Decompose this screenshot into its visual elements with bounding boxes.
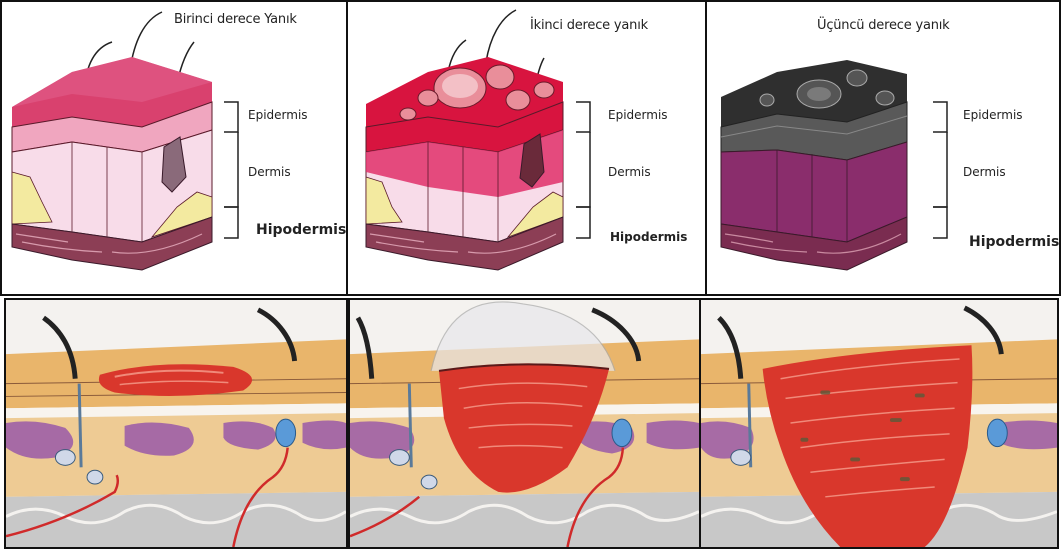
third-degree-illustration: [701, 298, 1059, 549]
second-degree-skin-block: [348, 2, 705, 294]
third-degree-hypodermis-label: Hipodermis: [969, 234, 1059, 250]
third-degree-skin-block: [707, 2, 1059, 294]
second-degree-hypodermis-label: Hipodermis: [610, 230, 687, 244]
third-degree-dermis-label: Dermis: [963, 165, 1006, 179]
first-degree-cross-section: [6, 300, 346, 547]
second-degree-diagram: İkinci derece yanık Epidermis Dermis Hip…: [348, 2, 705, 294]
first-degree-hypodermis-label: Hipodermis: [256, 222, 346, 238]
first-degree-title: Birinci derece Yanık: [174, 12, 297, 27]
first-degree-illustration: [4, 298, 348, 549]
third-degree-title: Üçüncü derece yanık: [817, 18, 949, 33]
first-degree-diagram: Birinci derece Yanık Epidermis Dermis Hi…: [2, 2, 346, 294]
second-degree-cross-section: [350, 300, 699, 547]
second-degree-title: İkinci derece yanık: [530, 18, 648, 33]
first-degree-epidermis-label: Epidermis: [248, 108, 308, 122]
second-degree-epidermis-label: Epidermis: [608, 108, 668, 122]
second-degree-illustration: [348, 298, 701, 549]
third-degree-cross-section: [701, 300, 1057, 547]
first-degree-skin-block: [2, 2, 346, 294]
third-degree-epidermis-label: Epidermis: [963, 108, 1023, 122]
third-degree-diagram: Üçüncü derece yanık Epidermis Dermis Hip…: [707, 2, 1059, 294]
second-degree-dermis-label: Dermis: [608, 165, 651, 179]
first-degree-dermis-label: Dermis: [248, 165, 291, 179]
